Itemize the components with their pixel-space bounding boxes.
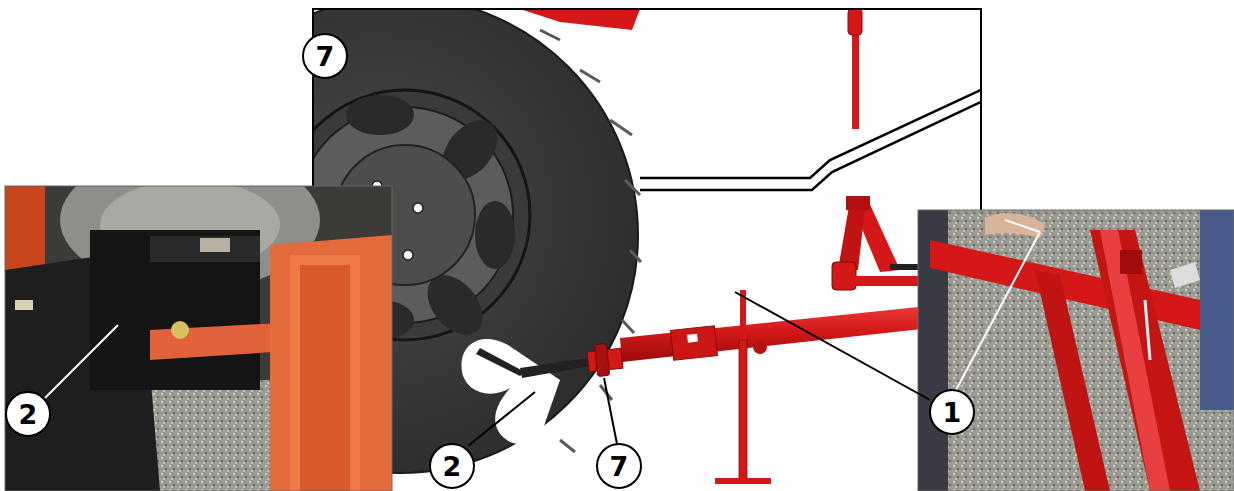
right-inset-photo [918,210,1234,491]
center-drawing [313,9,981,491]
callout-number: 7 [302,33,348,79]
callout-number: 2 [429,443,475,489]
callout-text: 2 [443,453,462,480]
callout-text: 2 [19,401,38,428]
callout-text: 7 [316,43,335,70]
leader-lines-dark [468,292,930,446]
callout-text: 7 [610,453,629,480]
callout-text: 1 [943,399,962,426]
callout-number: 1 [929,389,975,435]
callout-number: 2 [5,391,51,437]
left-inset-photo [5,186,392,491]
leader-lines [45,64,1040,398]
leader-line [955,232,1040,392]
callout-number: 7 [596,443,642,489]
